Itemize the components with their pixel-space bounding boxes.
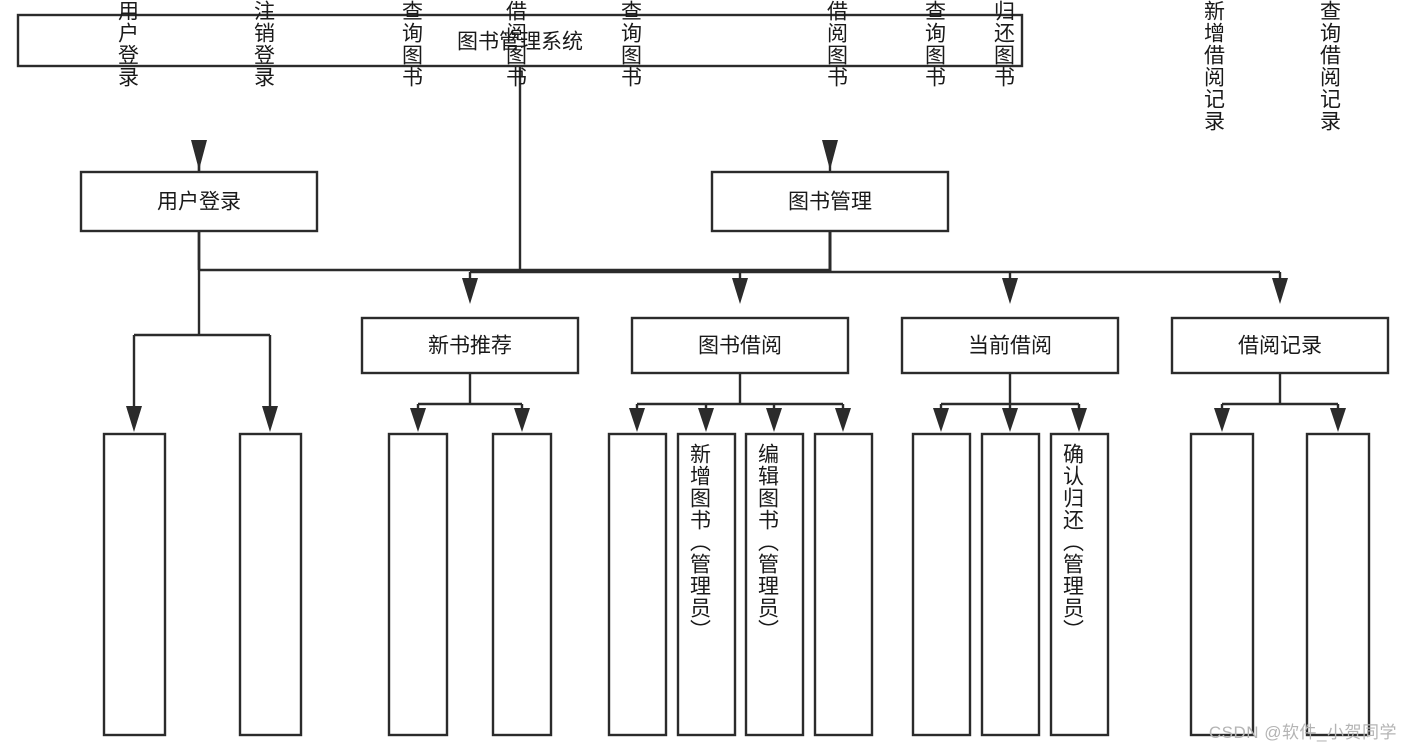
arrowhead-book-manage bbox=[822, 140, 838, 170]
arrowhead-leaf-confirm-return bbox=[1071, 408, 1087, 432]
label-root: 图书管理系统 bbox=[457, 31, 583, 54]
node-leaf-query-book-2[interactable] bbox=[607, 432, 668, 737]
connector-group bbox=[132, 66, 1340, 424]
arrowhead-user-login bbox=[191, 140, 207, 170]
watermark-text: CSDN @软件_小贺同学 bbox=[1208, 723, 1397, 742]
node-leaf-borrow-book-2[interactable] bbox=[813, 432, 874, 737]
node-new-book-recommend[interactable] bbox=[360, 316, 580, 375]
node-leaf-add-record[interactable] bbox=[1189, 432, 1255, 737]
node-leaf-query-record[interactable] bbox=[1305, 432, 1371, 737]
arrowhead-new-book-recommend bbox=[462, 278, 478, 304]
arrowhead-leaf-query-book-3 bbox=[933, 408, 949, 432]
horizontal-label-group: 图书管理系统 用户登录 图书管理 新书推荐 图书借阅 当前借阅 借阅记录 bbox=[157, 31, 1322, 358]
arrowhead-group bbox=[126, 140, 1346, 432]
label-new-book-recommend: 新书推荐 bbox=[428, 335, 512, 358]
arrowhead-leaf-logout bbox=[262, 406, 278, 432]
node-borrow-record[interactable] bbox=[1170, 316, 1390, 375]
label-borrow-record: 借阅记录 bbox=[1238, 335, 1322, 358]
arrowhead-leaf-add-book bbox=[698, 408, 714, 432]
node-leaf-borrow-book-1[interactable] bbox=[491, 432, 553, 737]
node-leaf-user-login[interactable] bbox=[102, 432, 167, 737]
arrowhead-leaf-edit-book bbox=[766, 408, 782, 432]
node-leaf-edit-book[interactable] bbox=[744, 432, 805, 737]
node-leaf-confirm-return[interactable] bbox=[1049, 432, 1110, 737]
arrowhead-book-borrow bbox=[732, 278, 748, 304]
arrowhead-leaf-return-book bbox=[1002, 408, 1018, 432]
node-root[interactable] bbox=[16, 13, 1024, 68]
node-leaf-query-book-1[interactable] bbox=[387, 432, 449, 737]
arrowhead-leaf-user-login bbox=[126, 406, 142, 432]
node-book-borrow[interactable] bbox=[630, 316, 850, 375]
arrowhead-leaf-borrow-book-1 bbox=[514, 408, 530, 432]
arrowhead-leaf-add-record bbox=[1214, 408, 1230, 432]
node-leaf-add-book[interactable] bbox=[676, 432, 737, 737]
node-leaf-return-book[interactable] bbox=[980, 432, 1041, 737]
label-book-manage: 图书管理 bbox=[788, 191, 872, 214]
node-leaf-query-book-3[interactable] bbox=[911, 432, 972, 737]
label-book-borrow: 图书借阅 bbox=[698, 335, 782, 358]
arrowhead-current-borrow bbox=[1002, 278, 1018, 304]
label-current-borrow: 当前借阅 bbox=[968, 335, 1052, 358]
arrowhead-leaf-query-book-1 bbox=[410, 408, 426, 432]
node-book-manage[interactable] bbox=[710, 170, 950, 233]
node-leaf-logout[interactable] bbox=[238, 432, 303, 737]
label-user-login: 用户登录 bbox=[157, 191, 241, 214]
arrowhead-leaf-query-record bbox=[1330, 408, 1346, 432]
arrowhead-borrow-record bbox=[1272, 278, 1288, 304]
node-user-login[interactable] bbox=[79, 170, 319, 233]
arrowhead-leaf-query-book-2 bbox=[629, 408, 645, 432]
node-box-group bbox=[16, 13, 1390, 737]
arrowhead-leaf-borrow-book-2 bbox=[835, 408, 851, 432]
node-current-borrow[interactable] bbox=[900, 316, 1120, 375]
